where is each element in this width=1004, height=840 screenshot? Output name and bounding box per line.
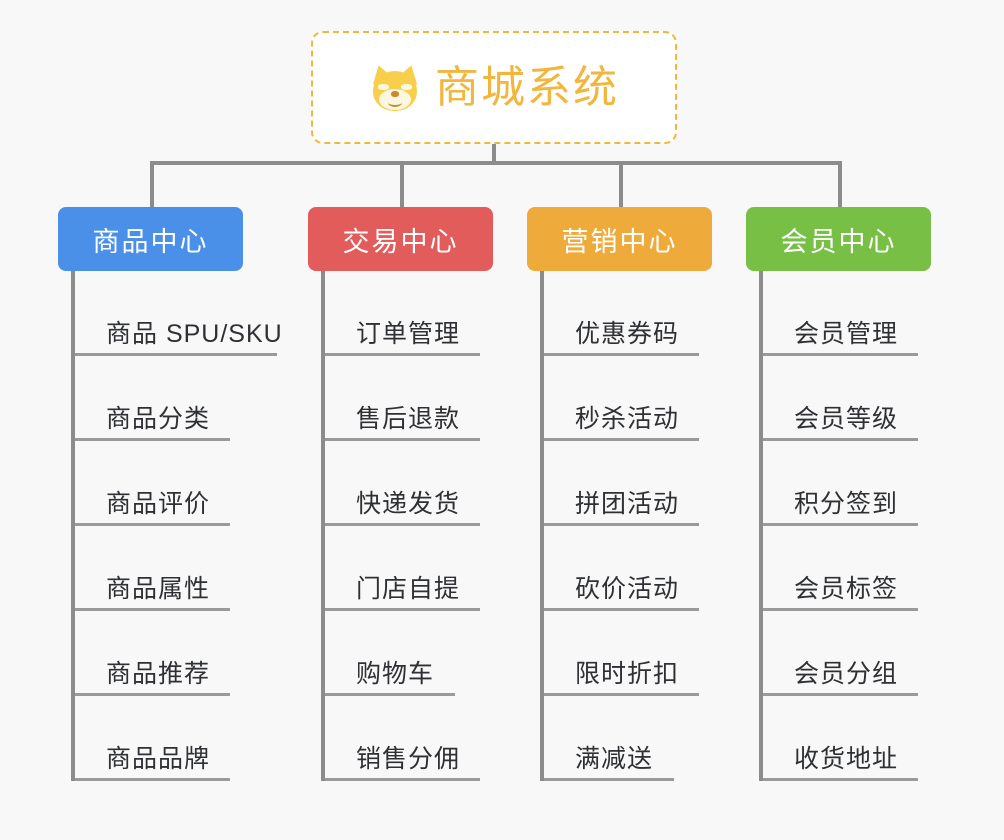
leaf-label: 优惠券码 xyxy=(575,320,680,348)
leaf-underline xyxy=(75,523,230,526)
leaf-underline xyxy=(75,438,230,441)
leaf-underline xyxy=(325,523,480,526)
list-item[interactable]: 秒杀活动 xyxy=(544,356,712,441)
list-item[interactable]: 限时折扣 xyxy=(544,611,712,696)
leaf-underline xyxy=(325,778,480,781)
leaf-list-member-center: 会员管理 会员等级 积分签到 会员标签 会员分组 收货地址 xyxy=(759,271,931,781)
leaf-underline xyxy=(75,608,230,611)
list-item[interactable]: 商品评价 xyxy=(75,441,243,526)
leaf-underline xyxy=(544,693,699,696)
leaf-underline xyxy=(544,523,699,526)
leaf-label: 拼团活动 xyxy=(575,490,680,518)
category-header-trade-center[interactable]: 交易中心 xyxy=(308,207,493,271)
leaf-label: 会员等级 xyxy=(794,405,899,433)
leaf-label: 门店自提 xyxy=(356,575,461,603)
leaf-underline xyxy=(544,608,699,611)
leaf-label: 收货地址 xyxy=(794,745,899,773)
leaf-list-product-center: 商品 SPU/SKU 商品分类 商品评价 商品属性 商品推荐 商品品牌 xyxy=(71,271,282,781)
leaf-list-marketing-center: 优惠券码 秒杀活动 拼团活动 砍价活动 限时折扣 满减送 xyxy=(540,271,712,781)
connector-drop-product-center xyxy=(150,161,154,209)
branch-trade-center: 交易中心 订单管理 售后退款 快递发货 门店自提 购物车 xyxy=(308,207,493,781)
branch-marketing-center: 营销中心 优惠券码 秒杀活动 拼团活动 砍价活动 限时折扣 xyxy=(527,207,712,781)
list-item[interactable]: 售后退款 xyxy=(325,356,493,441)
leaf-label: 会员标签 xyxy=(794,575,899,603)
list-item[interactable]: 会员分组 xyxy=(763,611,931,696)
connector-root-stem xyxy=(492,144,496,164)
leaf-list-trade-center: 订单管理 售后退款 快递发货 门店自提 购物车 销售分佣 xyxy=(321,271,493,781)
connector-drop-marketing-center xyxy=(619,161,623,209)
leaf-label: 商品品牌 xyxy=(106,745,211,773)
leaf-underline xyxy=(325,438,480,441)
leaf-underline xyxy=(763,438,918,441)
list-item[interactable]: 积分签到 xyxy=(763,441,931,526)
leaf-underline xyxy=(544,778,674,781)
list-item[interactable]: 商品 SPU/SKU xyxy=(75,271,282,356)
shiba-dog-icon xyxy=(368,61,422,111)
leaf-label: 商品推荐 xyxy=(106,660,211,688)
connector-drop-trade-center xyxy=(400,161,404,209)
leaf-underline xyxy=(325,608,480,611)
list-item[interactable]: 商品属性 xyxy=(75,526,243,611)
root-node[interactable]: 商城系统 xyxy=(311,31,677,144)
list-item[interactable]: 商品品牌 xyxy=(75,696,243,781)
list-item[interactable]: 会员管理 xyxy=(763,271,931,356)
list-item[interactable]: 快递发货 xyxy=(325,441,493,526)
leaf-underline xyxy=(75,778,230,781)
leaf-label: 限时折扣 xyxy=(575,660,680,688)
connector-horizontal-bus xyxy=(150,161,840,165)
leaf-label: 满减送 xyxy=(575,745,654,773)
category-label: 交易中心 xyxy=(342,226,459,257)
category-label: 商品中心 xyxy=(92,226,209,257)
leaf-underline xyxy=(544,438,699,441)
leaf-label: 购物车 xyxy=(356,660,435,688)
leaf-label: 售后退款 xyxy=(356,405,461,433)
list-item[interactable]: 购物车 xyxy=(325,611,493,696)
leaf-underline xyxy=(325,353,480,356)
category-label: 会员中心 xyxy=(780,226,897,257)
category-header-marketing-center[interactable]: 营销中心 xyxy=(527,207,712,271)
branch-product-center: 商品中心 商品 SPU/SKU 商品分类 商品评价 商品属性 商品推荐 xyxy=(58,207,282,781)
leaf-label: 快递发货 xyxy=(356,490,461,518)
list-item[interactable]: 门店自提 xyxy=(325,526,493,611)
list-item[interactable]: 订单管理 xyxy=(325,271,493,356)
leaf-underline xyxy=(763,353,918,356)
leaf-label: 订单管理 xyxy=(356,320,461,348)
category-label: 营销中心 xyxy=(561,226,678,257)
category-header-product-center[interactable]: 商品中心 xyxy=(58,207,243,271)
leaf-underline xyxy=(75,693,230,696)
leaf-label: 会员分组 xyxy=(794,660,899,688)
list-item[interactable]: 拼团活动 xyxy=(544,441,712,526)
root-title: 商城系统 xyxy=(435,62,619,112)
branch-member-center: 会员中心 会员管理 会员等级 积分签到 会员标签 会员分组 xyxy=(746,207,931,781)
connector-drop-member-center xyxy=(838,161,842,209)
leaf-underline xyxy=(763,523,918,526)
leaf-label: 砍价活动 xyxy=(575,575,680,603)
list-item[interactable]: 砍价活动 xyxy=(544,526,712,611)
list-item[interactable]: 销售分佣 xyxy=(325,696,493,781)
list-item[interactable]: 满减送 xyxy=(544,696,712,781)
leaf-label: 商品 SPU/SKU xyxy=(106,320,283,348)
leaf-underline xyxy=(544,353,699,356)
leaf-label: 积分签到 xyxy=(794,490,899,518)
list-item[interactable]: 会员等级 xyxy=(763,356,931,441)
leaf-underline xyxy=(763,778,918,781)
leaf-label: 商品评价 xyxy=(106,490,211,518)
leaf-underline xyxy=(325,693,455,696)
leaf-underline xyxy=(763,693,918,696)
leaf-label: 商品属性 xyxy=(106,575,211,603)
leaf-underline xyxy=(75,353,277,356)
leaf-label: 销售分佣 xyxy=(356,745,461,773)
leaf-underline xyxy=(763,608,918,611)
list-item[interactable]: 商品分类 xyxy=(75,356,243,441)
category-header-member-center[interactable]: 会员中心 xyxy=(746,207,931,271)
list-item[interactable]: 收货地址 xyxy=(763,696,931,781)
list-item[interactable]: 会员标签 xyxy=(763,526,931,611)
list-item[interactable]: 商品推荐 xyxy=(75,611,243,696)
leaf-label: 会员管理 xyxy=(794,320,899,348)
leaf-label: 秒杀活动 xyxy=(575,405,680,433)
list-item[interactable]: 优惠券码 xyxy=(544,271,712,356)
leaf-label: 商品分类 xyxy=(106,405,211,433)
